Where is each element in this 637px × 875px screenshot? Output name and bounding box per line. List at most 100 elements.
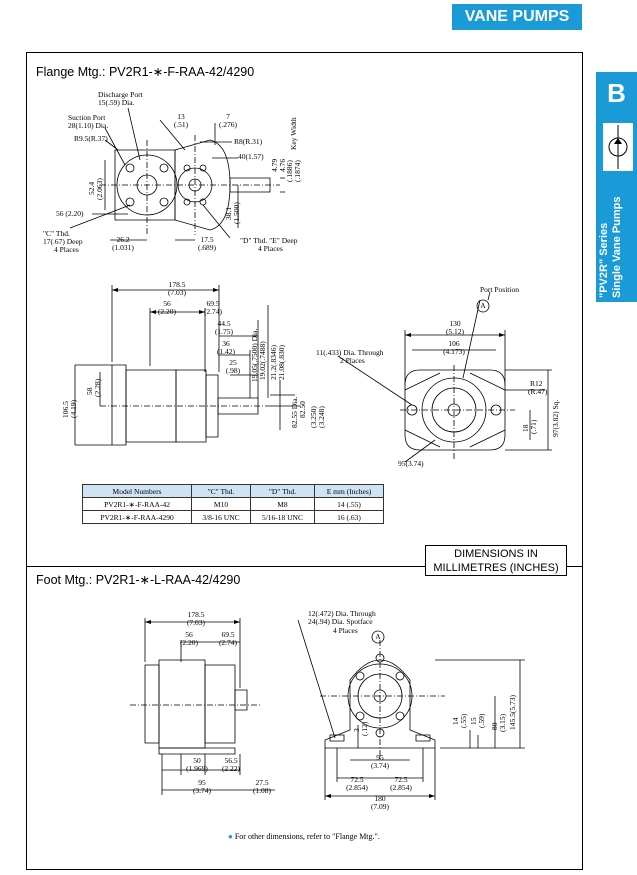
discharge-dia-label: 15(.59) Dia. [98,98,135,107]
foot-dim-1455: 145.5(5.73) [508,695,517,730]
dim-13: 13 [177,112,185,121]
table-row: PV2R1-∗-F-RAA-4290 3/8-16 UNC 5/16-18 UN… [81,510,384,524]
category-tab [596,72,637,302]
dim-1785-in: (7.03) [167,288,187,297]
suction-port-label: Suction Port [68,113,106,122]
dim-56b-in: (2.20) [157,307,177,316]
foot-dim-14-in: (.55) [459,713,468,728]
discharge-port-label: Discharge Port [98,90,143,99]
footnote: ● For other dimensions, refer to "Flange… [228,832,380,841]
r12-label: R12 [530,379,543,388]
foot-dim-725b: 72.5 [394,775,408,784]
section-header: VANE PUMPS [452,4,582,30]
dia-3248: (3.248) [317,406,326,428]
flange-front-view [70,108,285,240]
drawing-frame [26,52,583,870]
foot-dim-50: 50 [193,756,201,765]
dia-1902: 19.02(.7488) [258,341,267,380]
dim-7-in: (.276) [218,120,238,129]
foot-dim-725a-in: (2.854) [346,783,368,792]
d-thread-label: "D" Thd. "E" Deep [240,236,298,245]
dim-13-in: (.51) [173,120,189,129]
dim-445: 44.5 [217,319,231,328]
foot-dim-725a: 72.5 [350,775,364,784]
dim-97-sq: 97(3.82) Sq. [551,399,560,437]
through-places-label: 2 Places [340,356,365,365]
dim-36-in: (1.42) [216,347,236,356]
dim-36: 36 [222,339,230,348]
foot-dim-1785: 178.5 [187,610,205,619]
foot-dim-180: 180 [374,794,386,803]
dia-8250: 82.50 [298,401,307,418]
dim-695: 69.5 [206,299,220,308]
dim-56b: 56 [163,299,171,308]
dim-1065-in: (4.19) [69,399,78,418]
section-divider [26,566,583,567]
table-cell: 3/8-16 UNC [191,510,251,524]
dim-106: 106 [448,339,460,348]
foot-dim-565-in: (2.22) [221,764,241,773]
foot-dim-95: 95 [198,778,206,787]
table-cell: 16 (.63) [314,510,384,524]
foot-dim-95b-in: (3.74) [370,761,390,770]
dim-1785: 178.5 [168,280,186,289]
dim-262-in: (1.031) [112,243,134,252]
dim-95-374: 95(3.74) [398,459,424,468]
suction-dia-label: 28(1.10) Dia. [68,121,109,130]
foot-dim-275-in: (1.08) [252,786,272,795]
keywidth-label: Key Width [289,117,298,150]
c-thread-label: "C" Thd. [43,229,70,238]
foot-dim-50-in: (1.969) [186,764,208,773]
port-a-mark: A [480,301,486,310]
c-deep-label: 17(.67) Deep [43,237,83,246]
r12-in-label: (R.47) [528,387,548,396]
dim-25: 25 [229,358,237,367]
dia-2108: 21.08(.830) [277,345,286,380]
foot-dim-695-in: (2.74) [218,638,238,647]
foot-dim-180-in: (7.09) [370,802,390,811]
dim-130-in: (5.12) [445,327,465,336]
foot-end-view [298,620,525,800]
table-cell: M10 [191,497,251,511]
foot-dim-56: 56 [185,630,193,639]
foot-side-view [130,618,275,795]
dim-58-in: (2.28) [93,378,102,397]
foot-dim-15-in: (.59) [477,713,486,728]
table-header: Model Numbers [81,484,193,498]
table-cell: 14 (.55) [314,497,384,511]
footnote-text: For other dimensions, refer to "Flange M… [234,832,380,841]
foot-a-mark: A [375,632,381,641]
foot-places-label: 4 Places [333,626,358,635]
table-header: "D" Thd. [249,484,316,498]
foot-dim-80-in: (3.15) [498,713,507,732]
dim-56-220: 56 (2.20) [56,209,84,218]
port-position-label: Port Position [480,285,519,294]
dim-695-in: (2.74) [203,307,223,316]
foot-spotface-label: 24(.94) Dia. Spotface [308,617,373,626]
foot-dim-275: 27.5 [255,778,269,787]
r95-label: R9.5(R.37) [74,134,108,143]
foot-dim-95b: 95 [376,753,384,762]
foot-through-label: 12(.472) Dia. Through [308,609,376,618]
dim-175: 17.5 [200,235,214,244]
table-cell: 5/16-18 UNC [249,510,316,524]
dim-25-in: (.98) [225,366,241,375]
c-places-label: 4 Places [54,245,79,254]
dim-106-in: (4.173) [443,347,465,356]
table-header: "C" Thd. [191,484,251,498]
dim-7: 7 [226,112,230,121]
foot-dim-565: 56.5 [224,756,238,765]
foot-dim-3-in: (.12) [360,721,369,736]
table-row: PV2R1-∗-F-RAA-42 M10 M8 14 (.55) [81,497,384,511]
foot-title: Foot Mtg.: PV2R1-∗-L-RAA-42/4290 [36,573,241,587]
r8-label: R8(R.31) [234,137,263,146]
foot-dim-56-in: (2.20) [179,638,199,647]
foot-dim-95-in: (3.74) [192,786,212,795]
foot-dim-1785-in: (7.03) [186,618,206,627]
dim-130: 130 [449,319,461,328]
table-cell: PV2R1-∗-F-RAA-4290 [81,510,193,524]
foot-dim-725b-in: (2.854) [390,783,412,792]
flange-title: Flange Mtg.: PV2R1-∗-F-RAA-42/4290 [36,65,255,79]
dim-18-in: (.71) [529,419,538,434]
